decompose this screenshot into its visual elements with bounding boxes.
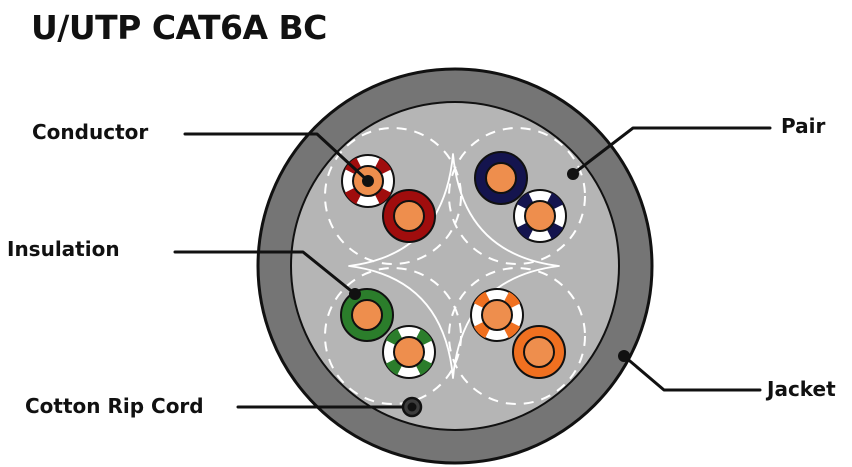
wire-white-orange-striped [470, 288, 524, 342]
rip-cord-core [407, 402, 417, 412]
wire-orange-solid [512, 325, 566, 379]
cotton-rip-cord-label: Cotton Rip Cord [25, 394, 204, 418]
page-title: U/UTP CAT6A BC [31, 8, 327, 47]
pair-circle-top-left [324, 127, 462, 265]
cotton-rip-cord [401, 396, 423, 418]
insulation-label: Insulation [7, 237, 120, 261]
insulation-blue-stripes [514, 190, 566, 242]
wire-red-solid [382, 189, 436, 243]
pair-circle-bottom-right [448, 267, 586, 405]
jacket-label: Jacket [767, 377, 836, 401]
pair-circle-bottom-left [324, 267, 462, 405]
jacket-leader-line [622, 354, 762, 392]
copper-conductor [481, 299, 513, 331]
insulation-red-stripes [342, 155, 394, 207]
copper-conductor [351, 299, 383, 331]
wire-blue-solid [474, 151, 528, 205]
pair-circle-top-right [448, 127, 586, 265]
conductor-leader-dot [362, 175, 374, 187]
copper-conductor [393, 200, 425, 232]
copper-conductor [393, 336, 425, 368]
pair-leader-dot [567, 168, 579, 180]
wire-white-green-striped [382, 325, 436, 379]
conductor-leader-line [183, 132, 370, 183]
copper-conductor [524, 200, 556, 232]
conductor-label: Conductor [32, 120, 149, 144]
copper-conductor [523, 336, 555, 368]
insulation-leader-line [173, 250, 357, 296]
pair-leader-line [571, 126, 772, 176]
wire-white-blue-striped [513, 189, 567, 243]
jacket-leader-dot [618, 350, 630, 362]
cable-core-area [290, 101, 620, 431]
copper-conductor [485, 162, 517, 194]
cross-web-separator [348, 153, 560, 379]
wire-green-solid [340, 288, 394, 342]
pair-label: Pair [781, 114, 826, 138]
insulation-leader-dot [349, 288, 361, 300]
